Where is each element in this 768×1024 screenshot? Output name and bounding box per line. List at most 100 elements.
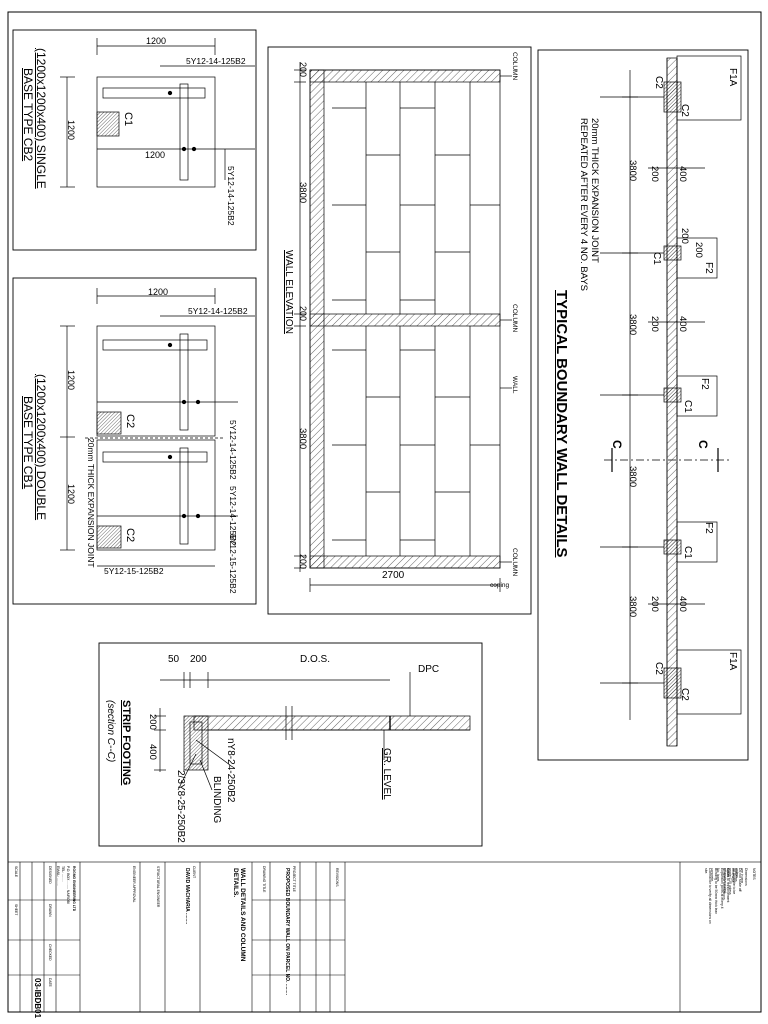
- cb2-rebar-2: 5Y12-14-125B2: [226, 166, 236, 226]
- rebar-dot: [195, 399, 201, 405]
- plan-label-c2: C2: [679, 688, 690, 701]
- sf-dim: 200: [190, 654, 207, 665]
- elev-dim: 3800: [297, 428, 308, 450]
- cb1-dim-top: 1200: [148, 287, 169, 297]
- plan-label-c1: C1: [651, 252, 662, 265]
- coping-strip: [309, 69, 325, 569]
- rebar-dot: [195, 513, 201, 519]
- tb-project-label: PROJECT TITLE: [292, 866, 296, 892]
- tb-client-label: CLIENT: [192, 866, 196, 879]
- elev-label-column: COLUMN: [511, 304, 518, 333]
- cb2-dim-inner: 1200: [145, 150, 166, 160]
- cb1-rebar-1: 5Y12-14-125B2: [188, 306, 248, 316]
- sf-label-rebar-2: 2/3Y8-25-250B2: [175, 770, 186, 843]
- rebar-dot: [167, 454, 173, 460]
- plan-label-f2: F2: [703, 262, 714, 274]
- panel-frame: [267, 46, 532, 615]
- section-mark-c: C: [610, 440, 624, 449]
- tb-field: DESIGNED: [48, 866, 52, 884]
- base-cb2-panel: [12, 29, 257, 251]
- cb2-column-label: C1: [122, 112, 134, 127]
- elev-label-column: COLUMN: [511, 52, 518, 81]
- column-c1: [96, 111, 120, 137]
- cb1-dim-side: 1200: [66, 370, 76, 391]
- panel-frame: [12, 29, 257, 251]
- panel-frame: [12, 277, 257, 605]
- plan-dim: 200: [649, 596, 660, 612]
- column-strip-top: [309, 69, 501, 83]
- plan-dim: 200: [693, 242, 704, 258]
- plan-dim: 3800: [627, 314, 638, 336]
- elevation-title: WALL ELEVATION: [283, 250, 294, 334]
- cb2-subtitle: BASE TYPE CB2: [21, 68, 35, 162]
- panel-frame: [537, 49, 749, 761]
- plan-label-c1: C1: [682, 546, 693, 559]
- footing-section: [183, 715, 209, 771]
- plan-dim: 200: [649, 166, 660, 182]
- column-strip-bottom: [309, 555, 501, 569]
- sf-label-gr-level: GR. LEVEL: [381, 748, 392, 800]
- tb-structural-label: STRUCTURAL ENGINEER: [156, 866, 160, 908]
- base-outline-upper: [96, 325, 216, 437]
- elev-dim: 200: [298, 62, 308, 78]
- cb1-dim-side: 1200: [66, 484, 76, 505]
- sf-label-rebar-1: nY8-24-250B2: [225, 738, 236, 803]
- cb2-dim-side: 1200: [66, 120, 76, 141]
- plan-label-f2: F2: [699, 378, 710, 390]
- elev-label-column: COLUMN: [511, 548, 518, 577]
- rebar-bar-vertical: [179, 83, 189, 181]
- leader-line: [195, 739, 231, 766]
- cb2-dim-top: 1200: [146, 36, 167, 46]
- cb1-subtitle: BASE TYPE CB1: [21, 396, 35, 490]
- sf-label-dpc: DPC: [418, 664, 440, 675]
- tb-field: DATE: [48, 978, 52, 987]
- title-block-frame: [7, 861, 762, 1013]
- tb-field: DRAWN: [48, 904, 52, 917]
- wall-elevation-panel: [267, 46, 532, 615]
- base-outline-lower: [96, 439, 216, 551]
- tb-project: PROPOSED BOUNDARY WALL ON PARCEL NO. ...…: [284, 868, 290, 995]
- cb1-rebar-5: 5Y12-15-125B2: [228, 534, 238, 594]
- plan-dim: 400: [677, 596, 688, 612]
- cb1-rebar-2: 5Y12-14-125B2: [228, 420, 238, 480]
- elev-dim-width: 2700: [382, 570, 405, 581]
- footing-rebar-cage: [189, 721, 203, 765]
- plan-dim: 200: [649, 316, 660, 332]
- plan-dim: 3800: [627, 160, 638, 182]
- plan-dim: 200: [679, 228, 690, 244]
- sf-dim-side: 400: [147, 744, 158, 760]
- tb-field: CHECKED: [48, 944, 52, 961]
- tb-drawing-title: WALL DETAILS AND COLUMN DETAILS.: [232, 868, 246, 962]
- expansion-note-line-2: REPEATED AFTER EVERY 4 NO. BAYS: [578, 118, 589, 291]
- cb1-title: (1200x1200x400) DOUBLE: [34, 374, 48, 521]
- cb2-title: (1200x1200x400) SINGLE: [34, 48, 48, 189]
- column-c2: [96, 411, 122, 435]
- plan-dim: 3800: [627, 466, 638, 488]
- tb-drawing-label: DRAWING TITLE: [262, 866, 266, 893]
- cb2-rebar-1: 5Y12-14-125B2: [186, 56, 246, 66]
- elev-label-coping: coping: [490, 582, 510, 589]
- plan-label-c1: C1: [682, 400, 693, 413]
- rebar-bar: [102, 339, 208, 351]
- rebar-dot: [167, 90, 173, 96]
- column-c2: [96, 525, 122, 549]
- expansion-note-line-1: 20mm THICK EXPANSION JOINT: [589, 118, 600, 263]
- rebar-dot: [191, 146, 197, 152]
- plan-dim: 400: [677, 316, 688, 332]
- plan-dim: 3800: [627, 596, 638, 618]
- rebar-bar: [102, 451, 208, 463]
- tb-firm: ROGMO ENGINEERING LTD: [72, 866, 76, 912]
- rebar-dot: [181, 146, 187, 152]
- plan-label-c2: C2: [679, 104, 690, 117]
- elev-dim: 200: [298, 306, 308, 322]
- tb-field: SCALE: [14, 866, 18, 878]
- wall-section: [193, 715, 471, 731]
- leader-line: [177, 753, 197, 791]
- rebar-dot: [167, 342, 173, 348]
- rebar-bar: [179, 333, 189, 431]
- elev-dim: 3800: [297, 182, 308, 204]
- panel-frame: [98, 642, 483, 847]
- rebar-bar: [179, 447, 189, 545]
- tb-firm-line: EMAIL: ........: [56, 866, 60, 886]
